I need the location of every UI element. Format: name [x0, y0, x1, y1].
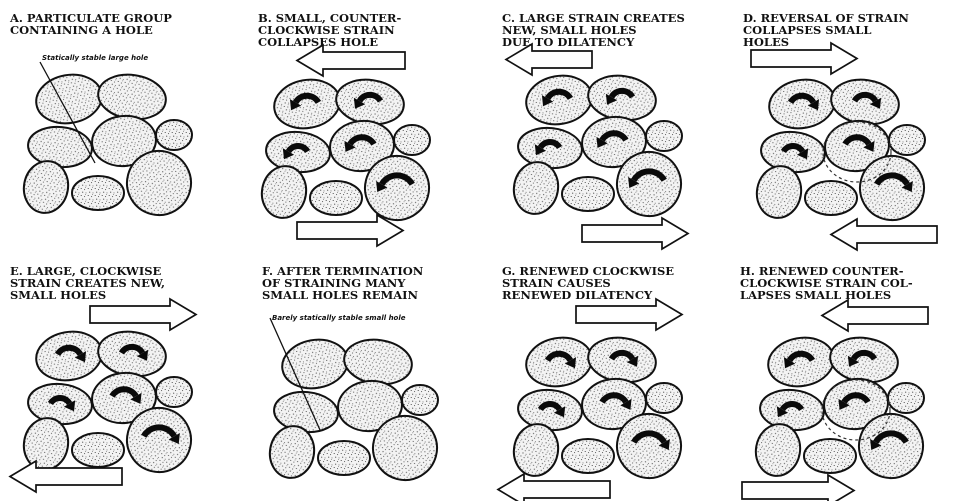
panel-h: H. RENEWED COUNTER-CLOCKWISE STRAIN COL-… [740, 264, 930, 485]
grain-assembly [20, 70, 198, 223]
particle [759, 129, 826, 174]
hole-annotation: Statically stable large hole [42, 54, 148, 62]
particle [72, 176, 124, 210]
shear-arrow-left [498, 474, 610, 501]
particle [72, 433, 124, 467]
particle [264, 129, 331, 174]
panel-caption-line: COLLAPSES HOLE [258, 35, 378, 49]
hole-annotation: Barely statically stable small hole [272, 314, 406, 322]
particle [278, 335, 351, 394]
particle [402, 385, 438, 415]
particle [318, 441, 370, 475]
particle [32, 327, 105, 386]
shear-arrow-right [576, 299, 682, 330]
particle [804, 439, 856, 473]
panel-c: C. LARGE STRAIN CREATESNEW, SMALL HOLESD… [502, 11, 688, 223]
panel-caption-line: RENEWED DILATENCY [502, 288, 653, 302]
shear-arrow-right [582, 218, 688, 249]
particle [646, 121, 682, 151]
particle [646, 383, 682, 413]
grain-assembly [510, 333, 688, 486]
particle [889, 125, 925, 155]
grain-assembly [266, 335, 444, 488]
particle [156, 377, 192, 407]
shear-arrow-left [297, 45, 405, 76]
panel-caption-line: SMALL HOLES [10, 288, 106, 302]
panel-caption-line: SMALL HOLES REMAIN [262, 288, 419, 302]
panel-caption-line: LAPSES SMALL HOLES [740, 288, 891, 302]
particle [156, 120, 192, 150]
particle [516, 387, 583, 432]
particle [394, 125, 430, 155]
panel-caption-line: CONTAINING A HOLE [10, 23, 153, 37]
particle [26, 124, 93, 169]
shear-arrow-right [297, 215, 403, 246]
particle [272, 389, 339, 434]
particle [888, 383, 924, 413]
panel-b: B. SMALL, COUNTER-CLOCKWISE STRAINCOLLAP… [258, 11, 436, 227]
particle [758, 387, 825, 432]
particle [522, 71, 595, 130]
particle [562, 177, 614, 211]
grain-assembly [752, 333, 930, 486]
grain-assembly [20, 327, 198, 480]
particle [26, 381, 93, 426]
particle [32, 70, 105, 129]
particle [765, 75, 838, 134]
panel-e: E. LARGE, CLOCKWISESTRAIN CREATES NEW,SM… [10, 264, 198, 479]
shear-arrow-right [90, 299, 196, 330]
particle [270, 75, 343, 134]
particle [310, 181, 362, 215]
grain-assembly [258, 75, 436, 228]
panel-f: F. AFTER TERMINATIONOF STRAINING MANYSMA… [262, 264, 444, 487]
grain-assembly [753, 75, 931, 228]
shear-arrow-left [822, 300, 928, 331]
particle [522, 333, 595, 392]
particle [562, 439, 614, 473]
particle [805, 181, 857, 215]
shear-arrow-right [742, 475, 854, 501]
particle [764, 333, 837, 392]
particle [516, 125, 583, 170]
shear-arrow-left [831, 219, 937, 250]
panel-caption-line: HOLES [743, 35, 789, 49]
grain-assembly [510, 71, 688, 224]
panel-caption-line: DUE TO DILATENCY [502, 35, 635, 49]
